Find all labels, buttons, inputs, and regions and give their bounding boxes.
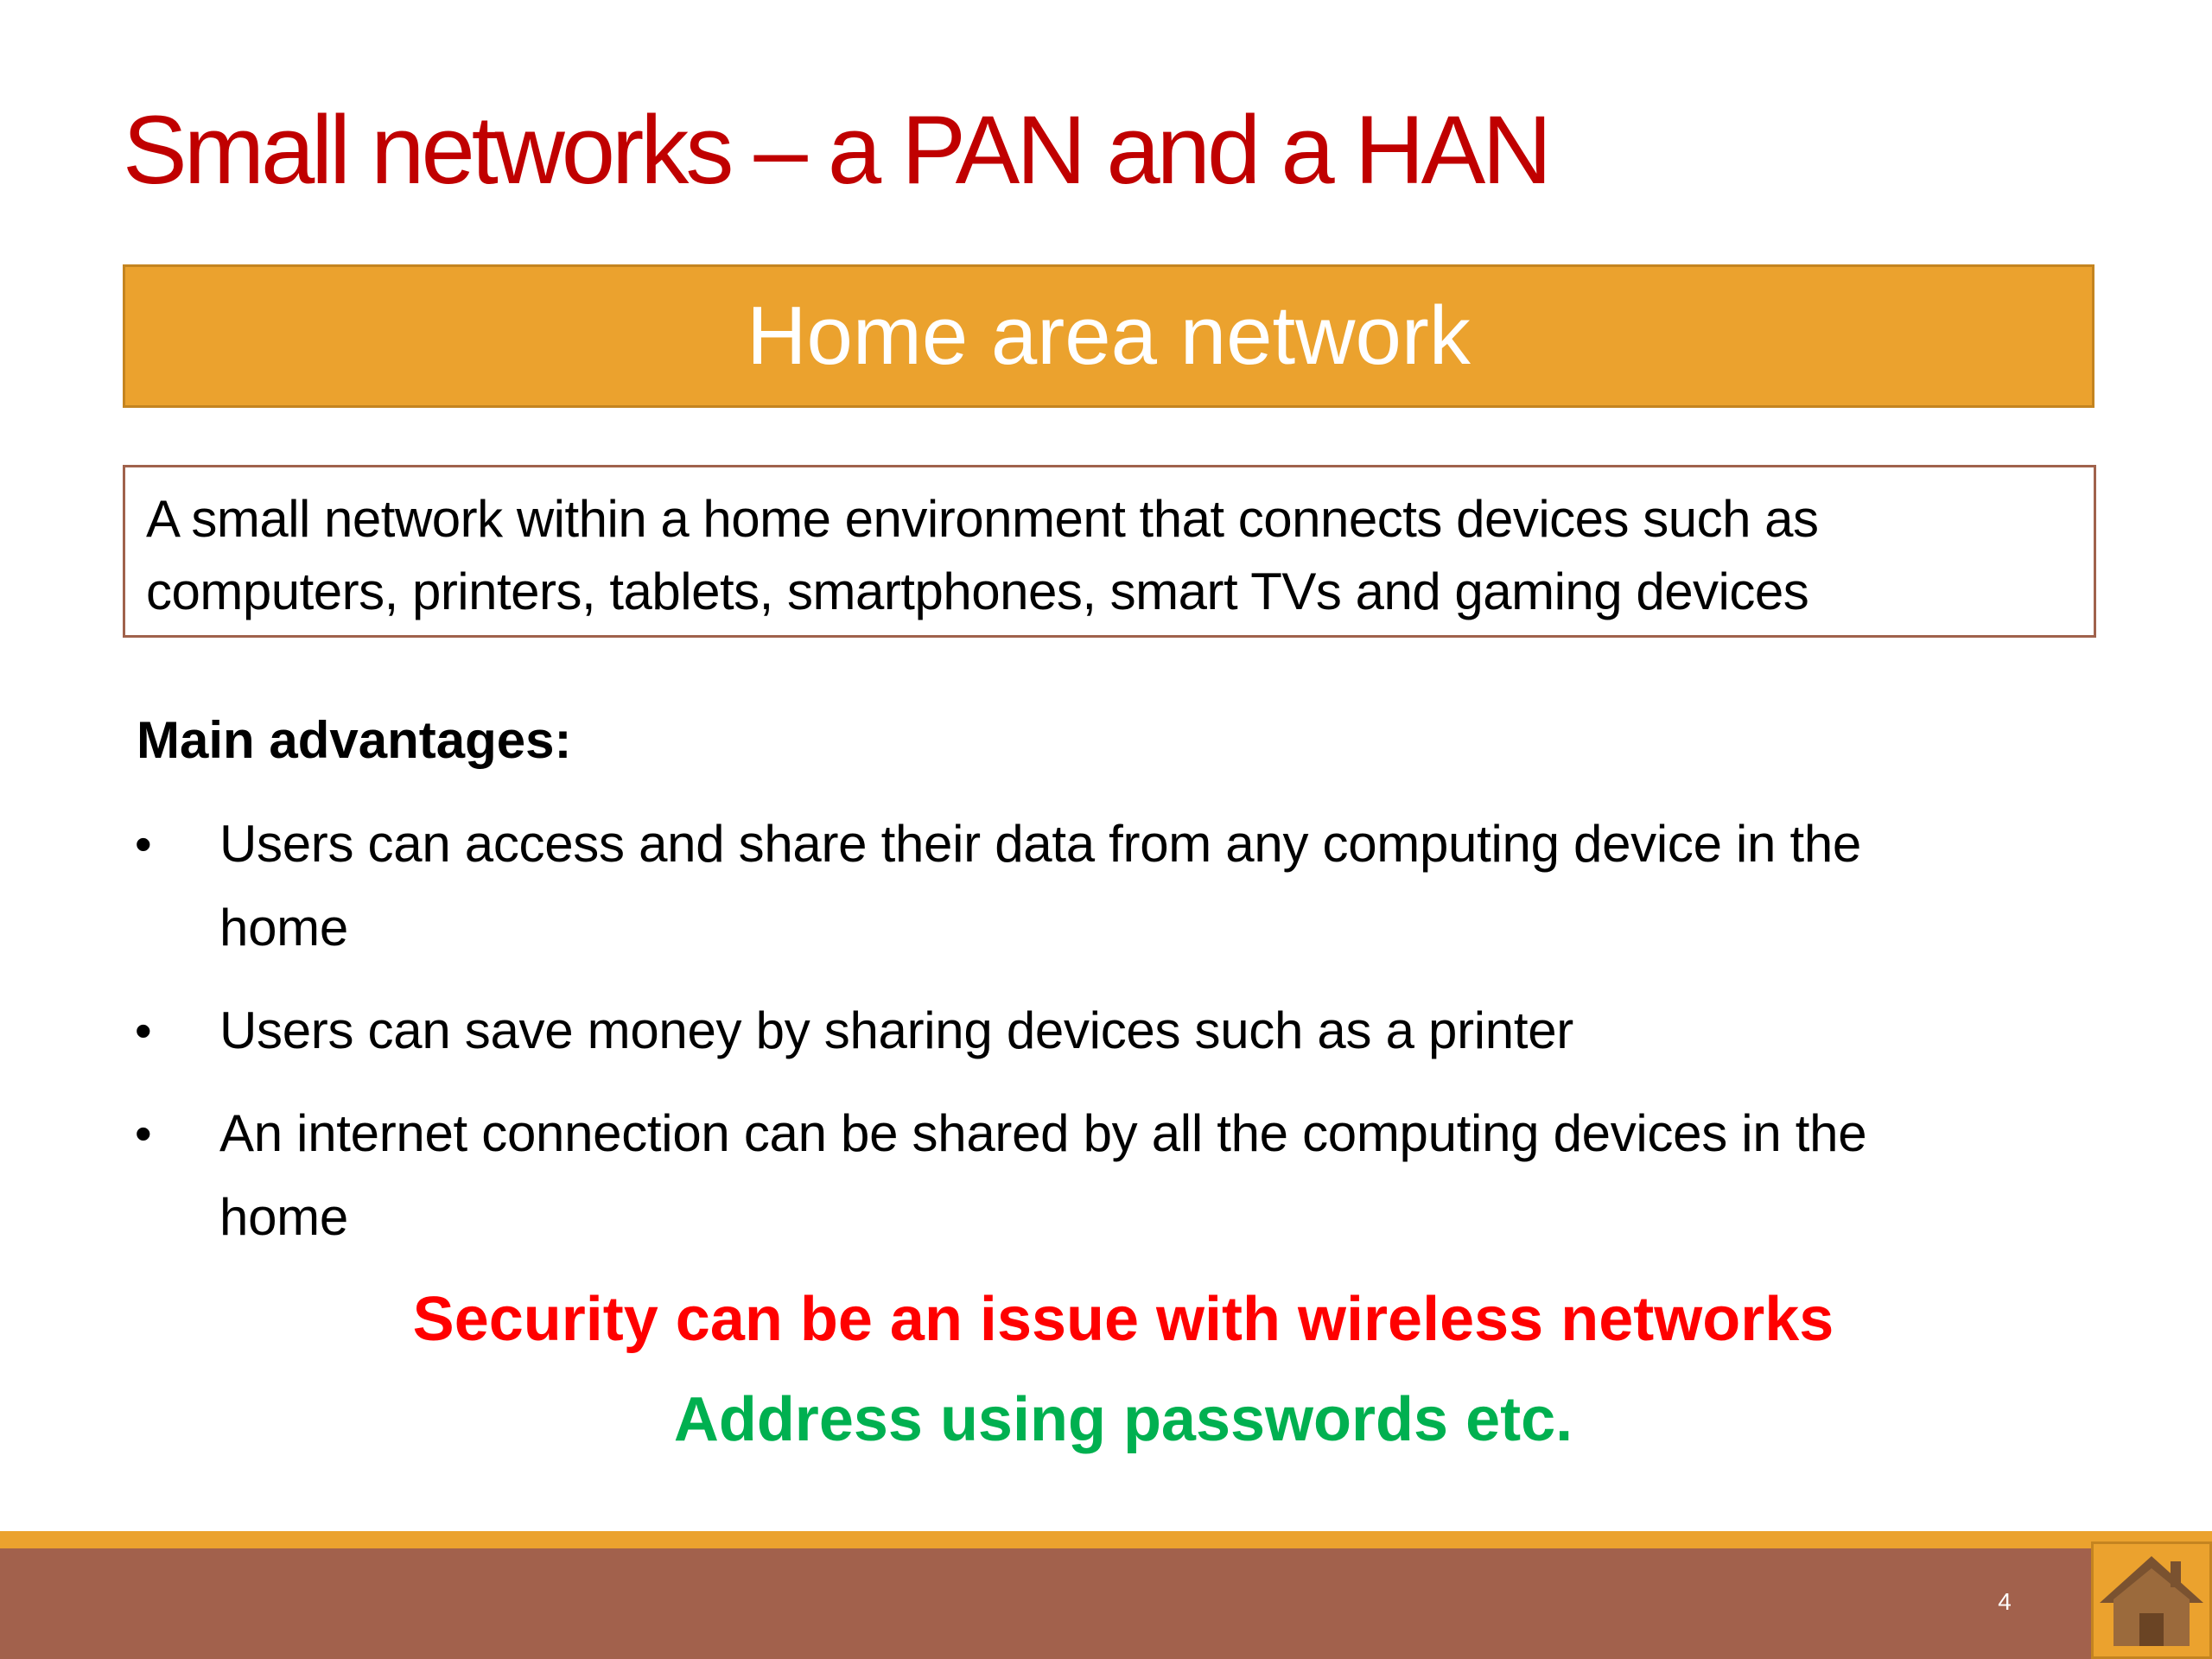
footer-accent-stripe (0, 1531, 2212, 1548)
footer-bar (0, 1548, 2212, 1659)
page-number: 4 (1998, 1588, 2012, 1615)
bullet-icon: • (135, 1106, 152, 1160)
advantages-list: • Users can access and share their data … (130, 802, 1987, 1278)
home-button[interactable] (2091, 1541, 2212, 1659)
list-item: • Users can access and share their data … (130, 802, 1987, 969)
advantage-text: An internet connection can be shared by … (219, 1104, 1867, 1246)
bullet-icon: • (135, 1003, 152, 1058)
security-warning: Security can be an issue with wireless n… (412, 1285, 1834, 1354)
home-icon (2100, 1556, 2203, 1646)
definition-box: A small network within a home environmen… (123, 465, 2096, 638)
definition-text: A small network within a home environmen… (146, 490, 1819, 620)
advantage-text: Users can access and share their data fr… (219, 815, 1861, 957)
list-item: • Users can save money by sharing device… (130, 988, 1987, 1072)
advantage-text: Users can save money by sharing devices … (219, 1001, 1573, 1059)
list-item: • An internet connection can be shared b… (130, 1091, 1987, 1259)
slide-title: Small networks – a PAN and a HAN (123, 96, 1552, 204)
advantages-heading: Main advantages: (137, 711, 572, 769)
bullet-icon: • (135, 817, 152, 871)
security-advice: Address using passwords etc. (673, 1385, 1573, 1454)
section-banner: Home area network (123, 264, 2094, 408)
banner-label: Home area network (747, 289, 1471, 382)
